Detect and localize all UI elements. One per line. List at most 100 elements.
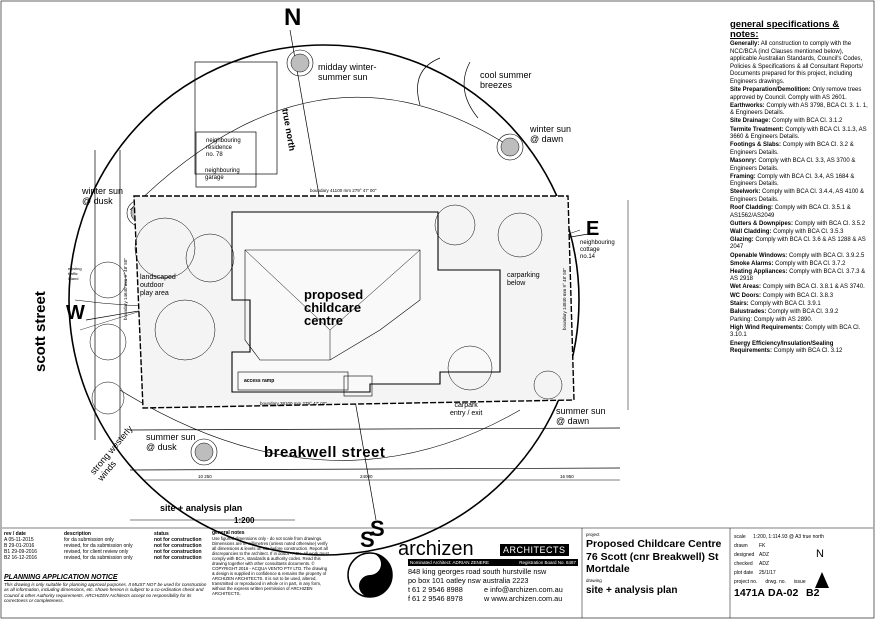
title-north-label: N [816, 548, 824, 560]
revision-cell: not for construction [154, 555, 202, 561]
spec-item: Energy Efficiency/Insulation/Sealing Req… [730, 341, 870, 356]
revision-table: rev / date description status A 05-11-20… [4, 531, 214, 561]
spec-item: Openable Windows: Comply with BCA Cl. 3.… [730, 253, 870, 261]
proposed-centre-label: proposed childcare centre [304, 287, 364, 328]
winter-dawn-label: winter sun @ dawn [530, 124, 572, 144]
spec-item-key: Roof Cladding: [730, 204, 773, 211]
general-notes: general notes Use figured dimensions onl… [212, 531, 330, 597]
firm-web[interactable]: w www.archizen.com.au [484, 594, 563, 603]
spec-item: Glazing: Comply with BCA Cl. 3.6 & AS 12… [730, 237, 870, 252]
sun-winter-dawn-marker [500, 137, 520, 157]
spec-item-value: Comply with BCA Cl. 3.7.2 [773, 260, 846, 267]
plan-title: site + analysis plan [160, 503, 243, 513]
spec-item-value: Comply with BCA Cl. 3.12 [772, 348, 843, 355]
revision-header: rev / date description status [4, 531, 214, 537]
spec-item-value: Comply with BCA Cl. 3.5.1 & AS1562/AS204… [730, 204, 851, 219]
dim-mid-label: 24000 [360, 474, 373, 479]
revision-cell: B1 29-09-2016 [4, 549, 38, 555]
spec-item-key: Stairs: [730, 300, 749, 307]
spec-item-key: Glazing: [730, 236, 754, 243]
neighbouring-residence-outline [194, 61, 278, 175]
specifications-panel: general specifications & notes: Generall… [730, 20, 870, 356]
breakwell-street-label: breakwell street [264, 444, 386, 461]
project-number: 1471A [734, 587, 765, 599]
registration-number: Registration Board No. 8487 [519, 560, 576, 565]
spec-item: Site Drainage: Comply with BCA Cl. 3.1.2 [730, 118, 870, 126]
spec-item-value: All construction to comply with the NCC/… [730, 41, 864, 85]
neighbouring-residence-label: neighbouring residence no. 78 [206, 138, 241, 158]
drawing-number: DA-02 [768, 587, 799, 599]
revision-cell: B 29-01-2016 [4, 543, 35, 549]
checked-value: ADZ [759, 561, 769, 567]
sun-path-circle [68, 44, 580, 556]
spec-item-key: High Wind Requirements: [730, 324, 804, 331]
general-notes-text: Use figured dimensions only - do not sca… [212, 536, 329, 596]
building-footprint [231, 211, 501, 393]
project-address-2: Mortdale [586, 563, 630, 575]
spec-item-key: Openable Windows: [730, 252, 788, 259]
revision-col-desc: description [64, 531, 91, 537]
spec-item-key: Site Preparation/Demolition: [730, 87, 811, 94]
scale-value: 1:200, 1:114.93 @ A3 true north [753, 534, 824, 540]
neighbouring-garage-label: neighbouring garage [205, 168, 240, 181]
spec-item: Framing: Comply with BCA Cl. 3.4, AS 168… [730, 174, 870, 189]
spec-item-value: Comply with BCA Cl. 3.1.3, AS 3660 & Eng… [730, 126, 867, 141]
spec-item: Masonry: Comply with BCA Cl. 3.3, AS 370… [730, 158, 870, 173]
revision-cell: not for construction [154, 549, 202, 555]
spec-item-key: Wet Areas: [730, 284, 762, 291]
revision-cell: B2 16-12-2016 [4, 555, 38, 561]
spec-item-value: Comply with BCA Cl. 3.10.1 [730, 324, 861, 339]
designed-label: designed [734, 552, 755, 558]
firm-email[interactable]: e info@archizen.com.au [484, 585, 563, 594]
spec-item: Generally: All construction to comply wi… [730, 41, 870, 87]
sun-midday-marker [290, 53, 310, 73]
spec-item-key: Termite Treatment: [730, 126, 784, 133]
summer-dusk-label: summer sun @ dusk [146, 432, 196, 452]
south-label: S [370, 516, 385, 541]
spec-item-value: Comply with AS 3798, BCA Cl. 3. 1. 1, & … [730, 102, 868, 117]
checked-label: checked [734, 561, 753, 567]
firm-suffix: ARCHITECTS [500, 544, 569, 556]
spec-item-key: Site Drainage: [730, 118, 771, 125]
project-label: project [586, 532, 600, 537]
access-ramp-label: access ramp [244, 378, 275, 384]
spec-item-key: Energy Efficiency/Insulation/Sealing Req… [730, 340, 834, 355]
spec-item: WC Doors: Comply with BCA Cl. 3.8.3 [730, 293, 870, 301]
drawing-name: site + analysis plan [586, 585, 678, 596]
drawn-value: FK [759, 543, 766, 549]
specifications-list: Generally: All construction to comply wi… [730, 41, 870, 356]
spec-item-key: Footings & Slabs: [730, 142, 781, 149]
planning-notice: PLANNING APPLICATION NOTICE This drawing… [4, 574, 209, 604]
scale-label: scale [734, 534, 746, 540]
spec-item-value: Comply with BCA Cl. 3.7.3 & AS 2918 [730, 268, 866, 283]
nominated-architect: Nominated Architect: ADRIAN ZENERE [410, 560, 490, 565]
boundary-top-label: boundary 41100 mm 279° 47' 00" [310, 188, 377, 193]
spec-item-value: Comply with BCA Cl. 3.4.4, AS 4100 & Eng… [730, 189, 865, 203]
logo-letter: S [360, 527, 375, 552]
firm-address-2: po box 101 oatley nsw australia 2223 [408, 576, 529, 585]
firm-fax: f 61 2 9546 8978 [408, 594, 463, 603]
spec-item: Steelwork: Comply with BCA Cl. 3.4.4, AS… [730, 189, 870, 204]
spec-item-key: Masonry: [730, 157, 757, 164]
revision-cell: revised, for da submission only [64, 555, 133, 561]
boundary-bottom-label: boundary 38100 mm 279° 47' 00" [260, 401, 327, 406]
spec-item-value: Comply with BCA Cl. 3.9.2.5 [787, 252, 865, 259]
carparking-label: carparking below [507, 272, 540, 287]
landscaped-area-label: landscaped outdoor play area [140, 274, 176, 297]
spec-item-value: Only remove trees approved by Council. C… [730, 87, 862, 101]
drwg-no-label: drwg. no. [765, 579, 786, 585]
spec-item: Smoke Alarms: Comply with BCA Cl. 3.7.2 [730, 261, 870, 269]
spec-item: Heating Appliances: Comply with BCA Cl. … [730, 269, 870, 284]
spec-item-value: Comply with BCA Cl. 3.2 & Engineers Deta… [730, 142, 854, 156]
revision-cell: not for construction [154, 537, 202, 543]
scott-street-label: scott street [32, 291, 49, 372]
issue-label: issue [793, 579, 806, 585]
cool-breezes-label: cool summer breezes [480, 70, 532, 90]
designed-value: ADZ [759, 552, 769, 558]
plot-date-label: plot date [734, 570, 754, 576]
firm-registration-bar: Nominated Architect: ADRIAN ZENERE Regis… [408, 559, 578, 566]
